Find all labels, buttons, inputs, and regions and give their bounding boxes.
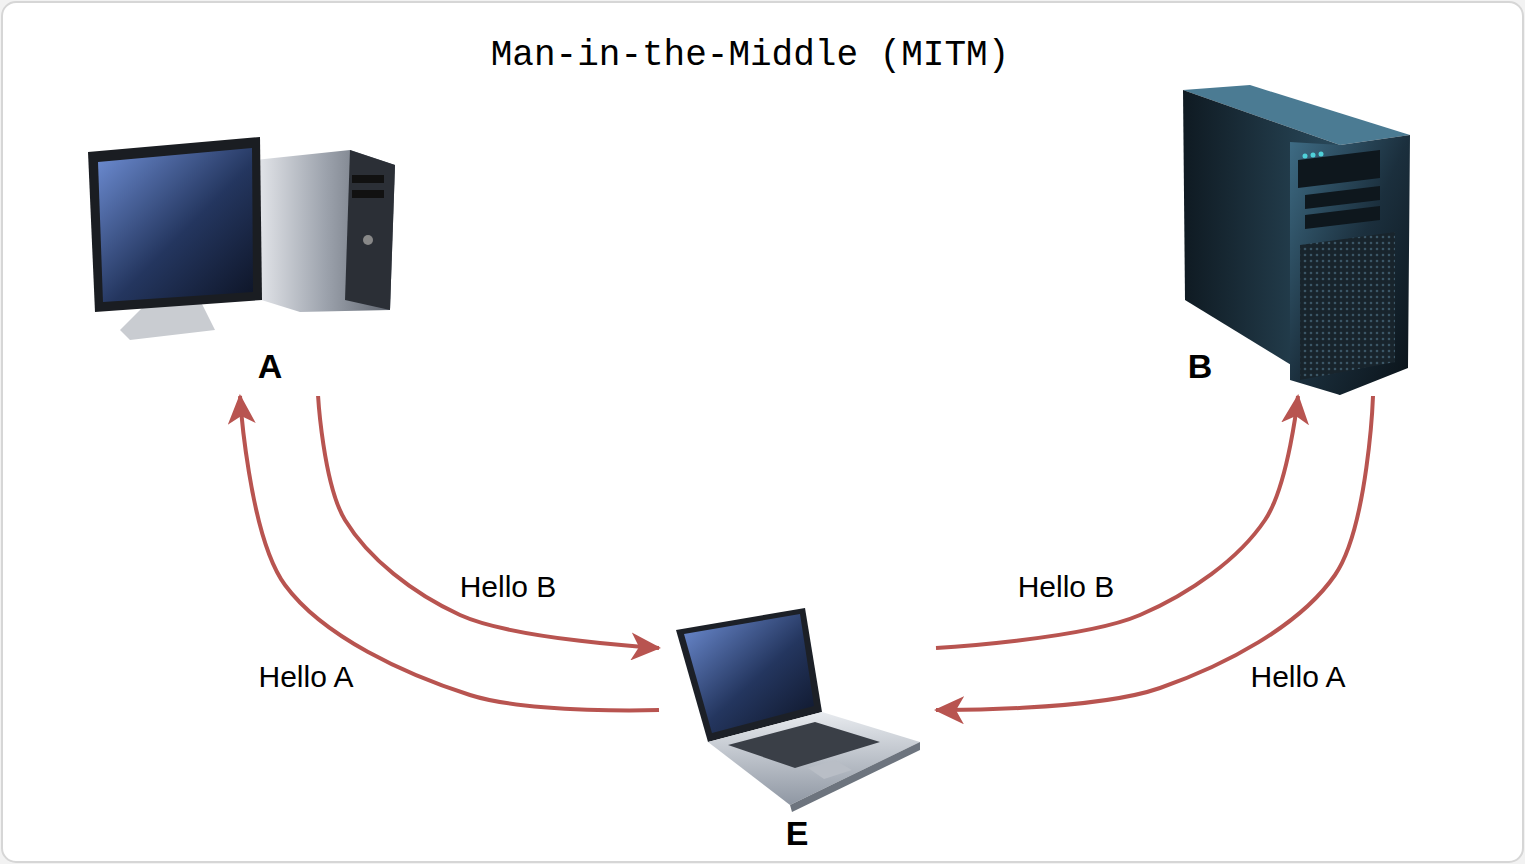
desktop-computer [88,137,395,340]
message-label: Hello A [255,660,356,694]
message-label: Hello B [1015,570,1118,604]
label-holder: Hello B [508,587,611,621]
label-holder: Hello A [1298,677,1399,711]
server-tower [1183,85,1410,395]
message-arrow [936,396,1373,710]
label-holder: Hello B [1066,587,1169,621]
message-arrow [318,396,659,648]
node-label: A [258,347,283,386]
message-label: Hello B [457,570,560,604]
label-holder: Hello A [306,677,407,711]
diagram-title: Man-in-the-Middle (MITM) [491,35,1009,76]
message-arrow [240,396,659,710]
laptop-node: E [665,600,930,850]
message-arrow [936,396,1298,648]
node-label: E [786,814,809,853]
title-holder: Man-in-the-Middle (MITM) [750,55,1268,96]
laptop [676,608,920,812]
message-label: Hello A [1247,660,1348,694]
server-node: B [1170,80,1420,380]
computer-node: A [80,130,400,380]
node-label: B [1188,347,1213,386]
